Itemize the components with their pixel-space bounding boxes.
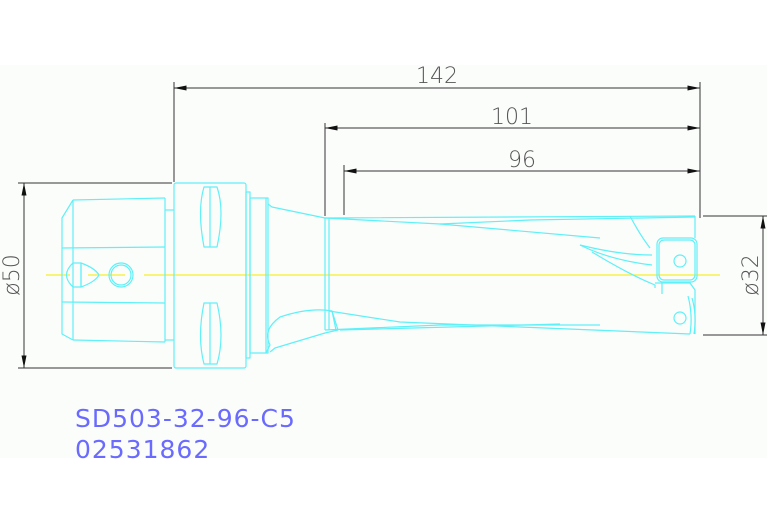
drill-tip-insert [579,215,698,335]
shank [61,197,174,343]
dimension-142 [173,82,701,218]
flange [173,182,269,369]
dimension-d50 [18,182,172,369]
part-number-label: SD503-32-96-C5 [75,404,296,433]
dimension-96-text: 96 [508,148,536,173]
drawing-area [0,65,767,458]
dimension-101 [324,123,700,216]
dimension-96 [343,165,700,215]
drill-body [265,203,696,354]
dimension-142-text: 142 [416,64,458,89]
dimension-101-text: 101 [491,105,533,130]
dimension-d32 [703,215,767,336]
order-code-label: 02531862 [75,435,210,464]
dimension-d50-text: ø50 [0,254,25,295]
dimension-d32-text: ø32 [739,254,764,295]
